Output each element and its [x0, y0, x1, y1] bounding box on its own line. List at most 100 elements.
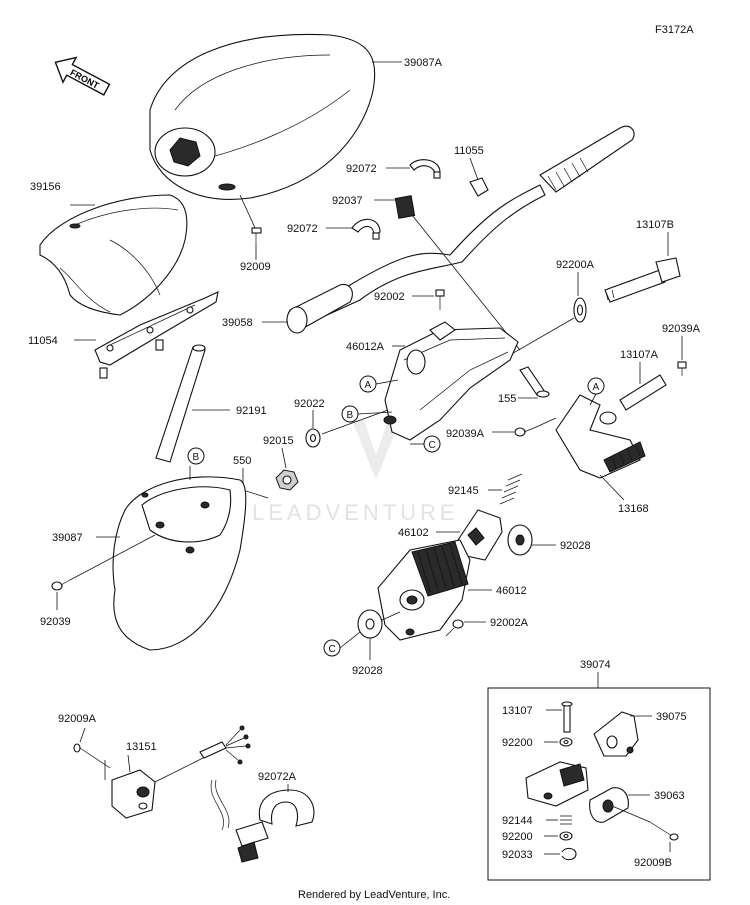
label-92145: 92145 [448, 485, 479, 497]
part-92028-washer-lower [357, 609, 383, 639]
label-92002: 92002 [374, 291, 405, 303]
label-46012A: 46012A [346, 341, 385, 353]
part-92200-washer-upper [559, 737, 573, 747]
ref-circle-C-lower: C [323, 639, 341, 657]
svg-text:C: C [329, 644, 336, 655]
kit-39074-box [487, 687, 711, 881]
label-13107B: 13107B [636, 219, 674, 231]
part-92200A-washer [573, 297, 587, 323]
label-11055: 11055 [454, 145, 484, 157]
part-92028-washer-upper [507, 524, 533, 556]
svg-text:B: B [347, 410, 354, 421]
part-92015-nut [275, 469, 299, 491]
ref-circle-B-lower: B [187, 447, 205, 465]
part-13168-lever [555, 394, 646, 479]
label-92009: 92009 [240, 261, 271, 273]
part-92009B-screw [649, 821, 679, 841]
label-39156: 39156 [30, 181, 61, 193]
part-92144-spring [560, 815, 572, 825]
part-92200-washer-lower [559, 831, 573, 841]
label-92200-lower: 92200 [502, 831, 533, 843]
part-39156-cover [39, 194, 188, 316]
part-92033-clip [561, 847, 577, 861]
part-39058-handlebar [286, 125, 635, 334]
label-92009B: 92009B [634, 857, 672, 869]
ref-circle-B-left: B [341, 405, 359, 423]
part-39075-bracket [593, 711, 639, 757]
part-39087-lower-cover [112, 476, 247, 651]
svg-text:C: C [429, 440, 436, 451]
part-13151-switch [111, 725, 251, 819]
label-92200-upper: 92200 [502, 737, 533, 749]
part-92072A-clamp [210, 779, 315, 863]
part-11055-bracket [469, 177, 489, 197]
part-11054-bracket [94, 291, 219, 379]
label-155: 155 [498, 393, 516, 405]
svg-text:A: A [365, 380, 372, 391]
part-92009-screw [251, 227, 262, 244]
label-92039: 92039 [40, 616, 71, 628]
part-13107A-pin [619, 374, 667, 411]
part-13107B-bolt [604, 257, 681, 303]
part-92039-screw [51, 579, 71, 591]
label-92002A: 92002A [490, 617, 529, 629]
svg-text:B: B [193, 452, 200, 463]
part-39087A-handle-cover [149, 33, 376, 200]
svg-text:A: A [593, 382, 600, 393]
ref-circle-A-left: A [359, 375, 377, 393]
part-92002-bolt [435, 289, 445, 310]
part-92039A-screw-right [677, 361, 687, 376]
part-39063-cap [589, 787, 629, 823]
label-13107: 13107 [502, 705, 533, 717]
part-92037-clip [394, 195, 416, 219]
label-13151: 13151 [126, 741, 157, 753]
part-46012-housing [377, 539, 471, 641]
label-39075: 39075 [656, 711, 687, 723]
label-39087A: 39087A [404, 57, 443, 69]
watermark-logo-icon [352, 420, 400, 480]
label-92039A-right: 92039A [662, 323, 701, 335]
part-13107-pin [561, 701, 573, 733]
label-92009A: 92009A [58, 713, 97, 725]
label-46012: 46012 [496, 585, 527, 597]
label-92039A-middle: 92039A [446, 428, 485, 440]
label-550: 550 [233, 455, 251, 467]
part-92072-clamp-upper [409, 159, 441, 179]
figure-code: F3172A [655, 24, 694, 36]
part-92022-washer [305, 428, 321, 448]
label-13168: 13168 [618, 503, 649, 515]
label-92037: 92037 [332, 195, 363, 207]
label-92200A: 92200A [556, 259, 595, 271]
part-92002A-bolt [445, 619, 464, 637]
ref-circle-C-upper: C [423, 435, 441, 453]
label-39058: 39058 [222, 317, 253, 329]
part-kit-body [525, 761, 589, 807]
label-92028-lower: 92028 [352, 665, 383, 677]
label-13107A: 13107A [620, 349, 659, 361]
label-11054: 11054 [28, 335, 58, 347]
part-92191-rod [155, 344, 206, 463]
part-155-pin [519, 366, 550, 398]
watermark-text: LEADVENTURE [252, 500, 459, 525]
label-92033: 92033 [502, 849, 533, 861]
label-39063: 39063 [654, 790, 685, 802]
footer-credit: Rendered by LeadVenture, Inc. [298, 889, 450, 901]
label-92144: 92144 [502, 815, 533, 827]
part-92072-clamp-lower [351, 218, 381, 240]
label-92028-upper: 92028 [560, 540, 591, 552]
label-92191: 92191 [236, 405, 267, 417]
label-92072A: 92072A [258, 771, 297, 783]
label-92022: 92022 [294, 398, 325, 410]
ref-circle-A-right: A [587, 377, 605, 395]
label-92015: 92015 [263, 435, 294, 447]
label-39087: 39087 [52, 532, 83, 544]
label-46102: 46102 [398, 527, 429, 539]
part-92039A-screw-middle [514, 427, 535, 437]
label-92072-upper: 92072 [346, 163, 377, 175]
front-arrow-icon: FRONT [54, 56, 111, 96]
label-39074: 39074 [580, 659, 611, 671]
part-46012A-steering-holder [383, 321, 519, 441]
part-92145-spring [499, 473, 523, 505]
label-92072-lower: 92072 [287, 223, 318, 235]
